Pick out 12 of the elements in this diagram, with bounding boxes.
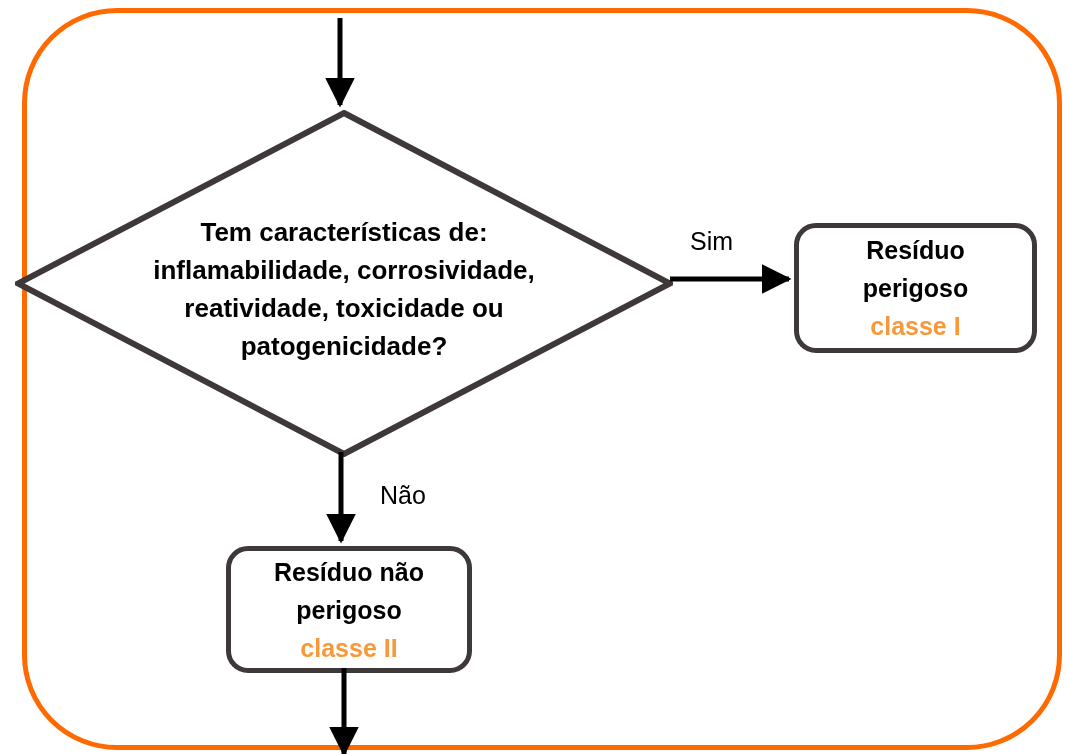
arrow	[325, 18, 355, 108]
decision-diamond	[15, 110, 673, 457]
result-text: Resíduo perigoso	[861, 235, 970, 304]
result-box	[226, 546, 472, 673]
class-text: classe I	[870, 311, 961, 342]
result-box	[794, 223, 1037, 353]
question-text: Tem características de: inflamabilidade, corrosividade, reatividade, toxicidade ou patogenicidade?	[152, 215, 536, 363]
arrow	[670, 264, 792, 294]
class-text: classe II	[300, 632, 398, 664]
arrow	[329, 668, 359, 754]
arrow	[326, 452, 356, 544]
result-text: Resíduo não perigoso	[273, 556, 425, 626]
